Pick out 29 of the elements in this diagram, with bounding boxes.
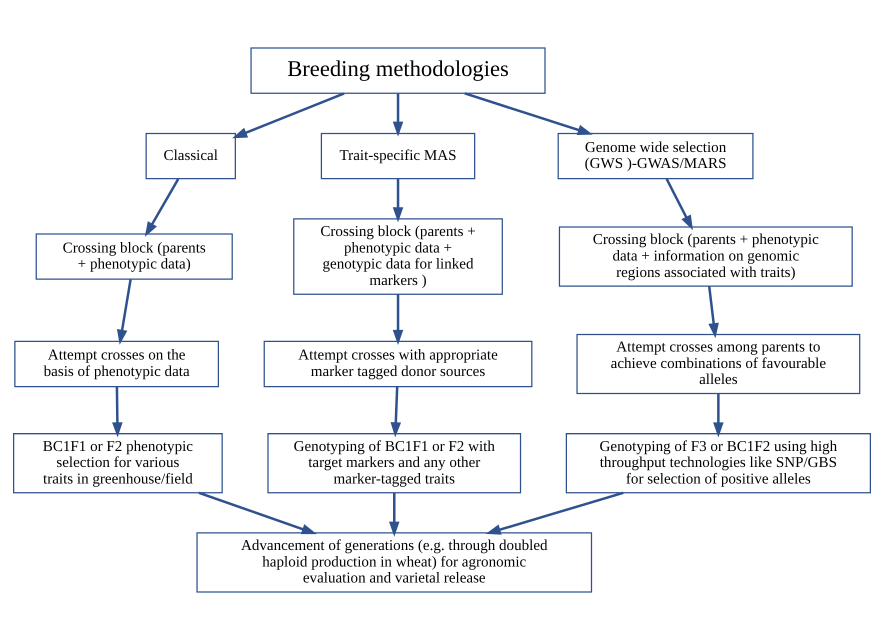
node-box: Genome wide selection (GWS )-GWAS/MARS (558, 132, 754, 180)
node-box: Classical (146, 132, 236, 180)
node-box: Genotyping of BC1F1 or F2 with target markers and any other marker-tagged traits (267, 433, 522, 494)
arrow (486, 492, 624, 535)
arrow (198, 492, 317, 534)
node-box: Breeding methodologies (250, 47, 546, 94)
arrow (388, 492, 400, 537)
arrow (713, 394, 724, 438)
arrow (232, 92, 345, 138)
arrow (708, 286, 719, 338)
node-box: Attempt crosses on the basis of phenotypic data (14, 340, 220, 388)
node-box: Trait-specific MAS (320, 132, 476, 180)
arrow (666, 178, 693, 230)
arrow (392, 179, 404, 222)
node-box: Crossing block (parents + phenotypic data + information on genomic regions associated with traits) (558, 226, 853, 287)
arrow (390, 386, 402, 438)
node-box: Crossing block (parents + phenotypic data) (36, 233, 233, 280)
node-box: Advancement of generations (e.g. through doubled haploid production in wheat) for agronomic evaluation and varietal release (196, 532, 592, 593)
arrow (464, 92, 593, 135)
node-box: Genotyping of F3 or BC1F2 using high throughput technologies like SNP/GBS for selection of positive alleles (566, 433, 871, 494)
node-box: Crossing block (parents + phenotypic data + genotypic data for linked markers ) (293, 218, 503, 295)
arrow (392, 294, 404, 345)
arrow (112, 386, 123, 438)
node-box: BC1F1 or F2 phenotypic selection for various traits in greenhouse/field (13, 433, 223, 494)
node-box: Attempt crosses with appropriate marker tagged donor sources (264, 340, 532, 388)
node-box: Attempt crosses among parents to achieve combinations of favourable alleles (576, 334, 860, 394)
arrow (392, 94, 404, 137)
arrow (144, 178, 180, 237)
arrow (116, 279, 132, 345)
